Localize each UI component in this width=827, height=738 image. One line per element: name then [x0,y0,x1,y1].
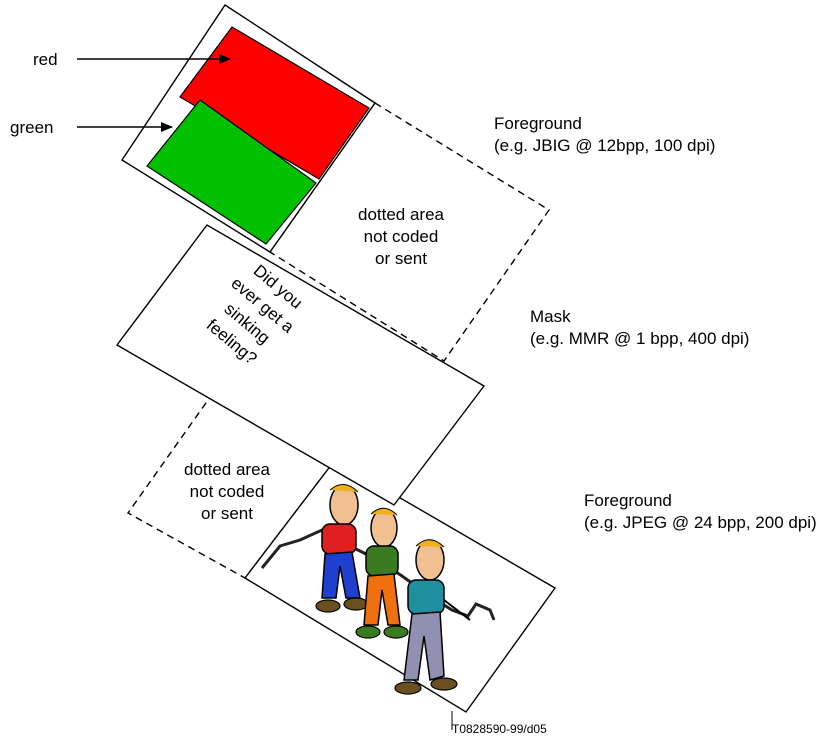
bottom-note-line: or sent [201,504,253,523]
bottom-note-line: not coded [190,482,265,501]
cartoon-person-red [315,484,369,613]
layer-3-description: Foreground (e.g. JPEG @ 24 bpp, 200 dpi) [584,491,817,532]
top-foreground-layer [121,4,550,362]
top-page-note: dotted area not coded or sent [358,205,445,268]
bottom-page-image-area [243,459,557,713]
cartoon-people-illustration [260,484,496,695]
layer-3-title: Foreground [584,491,672,510]
top-note-line: dotted area [358,205,445,224]
top-note-line: or sent [375,249,427,268]
green-block [146,99,317,245]
mask-layer [115,224,486,506]
figure-id: T0828590-99/d05 [452,722,547,736]
red-label: red [33,50,58,69]
layer-3-detail: (e.g. JPEG @ 24 bpp, 200 dpi) [584,513,817,532]
layer-2-detail: (e.g. MMR @ 1 bpp, 400 dpi) [530,329,749,348]
cartoon-person-green [355,507,409,639]
layer-1-detail: (e.g. JBIG @ 12bpp, 100 dpi) [494,136,715,155]
bottom-note-line: dotted area [184,460,271,479]
layer-1-title: Foreground [494,114,582,133]
green-label-group: green [10,118,173,137]
green-label: green [10,118,53,137]
red-label-group: red [33,50,231,69]
red-block [179,26,370,180]
cartoon-person-teal [394,539,471,695]
crack-line [260,528,496,621]
layer-1-description: Foreground (e.g. JBIG @ 12bpp, 100 dpi) [494,114,715,155]
layer-2-description: Mask (e.g. MMR @ 1 bpp, 400 dpi) [530,307,749,348]
layer-2-title: Mask [530,307,571,326]
mask-page [115,224,486,506]
top-note-line: not coded [364,227,439,246]
bottom-page-note: dotted area not coded or sent [184,460,271,523]
